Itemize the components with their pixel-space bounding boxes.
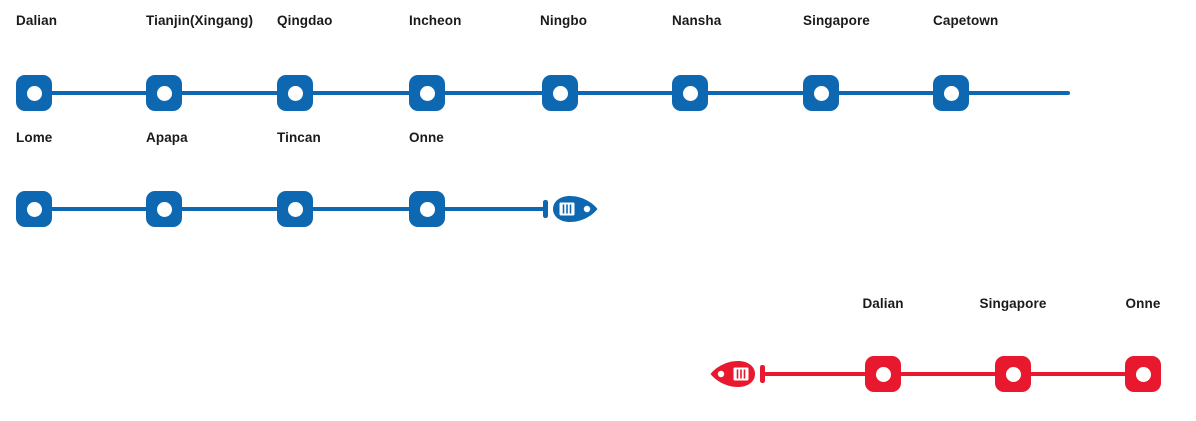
port-stop-dot [943, 85, 959, 101]
port-stop-dot [287, 85, 303, 101]
red-route-stop-dalian[interactable] [865, 356, 901, 392]
port-stop-ningbo[interactable] [542, 75, 578, 111]
port-stop-dot [26, 85, 42, 101]
ship-icon [543, 196, 598, 222]
port-stop-dot [875, 366, 891, 382]
vessel-marker-blue[interactable] [543, 191, 599, 227]
port-stop-onne[interactable] [409, 191, 445, 227]
port-stop-dot [552, 85, 568, 101]
port-stop-singapore[interactable] [803, 75, 839, 111]
port-label-singapore: Singapore [803, 13, 870, 28]
port-label-apapa: Apapa [146, 130, 188, 145]
port-label-onne: Onne [409, 130, 444, 145]
port-stop-dalian[interactable] [16, 75, 52, 111]
port-stop-tincan[interactable] [277, 191, 313, 227]
port-label-dalian-red: Dalian [862, 296, 904, 311]
port-stop-apapa[interactable] [146, 191, 182, 227]
port-label-lome: Lome [16, 130, 53, 145]
port-label-singapore-red: Singapore [979, 296, 1047, 311]
red-route-line [764, 372, 1143, 376]
port-stop-dot [1005, 366, 1021, 382]
port-stop-dot [682, 85, 698, 101]
port-label-capetown: Capetown [933, 13, 999, 28]
red-route-stop-singapore[interactable] [995, 356, 1031, 392]
port-stop-dot [156, 85, 172, 101]
port-stop-dot [419, 85, 435, 101]
port-stop-incheon[interactable] [409, 75, 445, 111]
port-stop-dot [156, 201, 172, 217]
port-label-onne-red: Onne [1125, 296, 1161, 311]
port-stop-dot [26, 201, 42, 217]
port-stop-qingdao[interactable] [277, 75, 313, 111]
port-stop-tianjin[interactable] [146, 75, 182, 111]
port-stop-capetown[interactable] [933, 75, 969, 111]
red-route-stop-onne[interactable] [1125, 356, 1161, 392]
vessel-marker-red[interactable] [709, 356, 765, 392]
port-label-tianjin: Tianjin(Xingang) [146, 13, 254, 28]
port-label-tincan: Tincan [277, 130, 321, 145]
port-label-nansha: Nansha [672, 13, 722, 28]
port-stop-dot [287, 201, 303, 217]
port-stop-dot [813, 85, 829, 101]
port-stop-dot [1135, 366, 1151, 382]
port-label-qingdao: Qingdao [277, 13, 333, 28]
port-stop-dot [419, 201, 435, 217]
port-label-incheon: Incheon [409, 13, 462, 28]
port-stop-lome[interactable] [16, 191, 52, 227]
port-label-dalian: Dalian [16, 13, 58, 28]
port-stop-nansha[interactable] [672, 75, 708, 111]
ship-icon [710, 361, 765, 387]
port-label-ningbo: Ningbo [540, 13, 588, 28]
